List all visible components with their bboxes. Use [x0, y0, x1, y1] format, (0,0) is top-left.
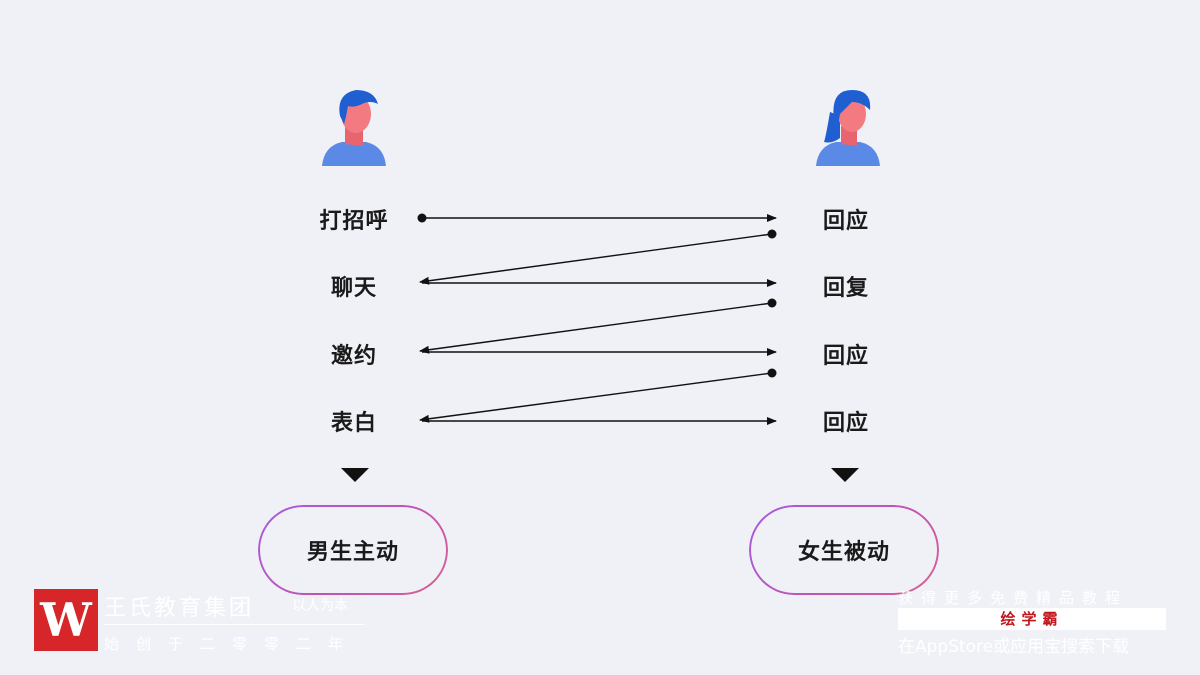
watermark-founded: 始创于二零零二年: [104, 635, 361, 653]
female-passive-label: 女生被动: [797, 540, 890, 565]
arrow-respond-to-confess: [419, 372, 773, 423]
right-step-reply: 回复: [822, 276, 869, 301]
right-down-triangle-icon: [831, 468, 859, 482]
male-active-label: 男生主动: [306, 540, 399, 565]
arrow-reply-to-invite: [419, 302, 773, 354]
watermark-promo-line: 获得更多免费精品教程: [898, 589, 1129, 607]
watermark-brand: 绘学霸: [898, 608, 1166, 630]
left-down-triangle-icon: [341, 468, 369, 482]
right-step-respond-3: 回应: [822, 411, 869, 436]
right-step-respond-1: 回应: [822, 209, 869, 234]
wangshi-logo: W: [34, 589, 98, 651]
left-step-greet: 打招呼: [319, 209, 389, 234]
arrow-respond-to-chat: [419, 233, 773, 285]
watermark-slogan: 以人为本: [292, 598, 348, 614]
left-step-invite: 邀约: [330, 344, 377, 369]
male-avatar-icon: [322, 90, 386, 166]
left-step-chat: 聊天: [330, 276, 377, 301]
female-avatar-icon: [816, 90, 880, 166]
watermark-title: 王氏教育集团: [104, 596, 255, 621]
left-step-confess: 表白: [330, 411, 377, 436]
watermark-divider: [104, 624, 364, 625]
female-passive-pill: 女生被动: [749, 505, 939, 595]
watermark-download-line: 在AppStore或应用宝搜索下载: [898, 637, 1130, 657]
right-step-respond-2: 回应: [822, 344, 869, 369]
male-active-pill: 男生主动: [258, 505, 448, 595]
